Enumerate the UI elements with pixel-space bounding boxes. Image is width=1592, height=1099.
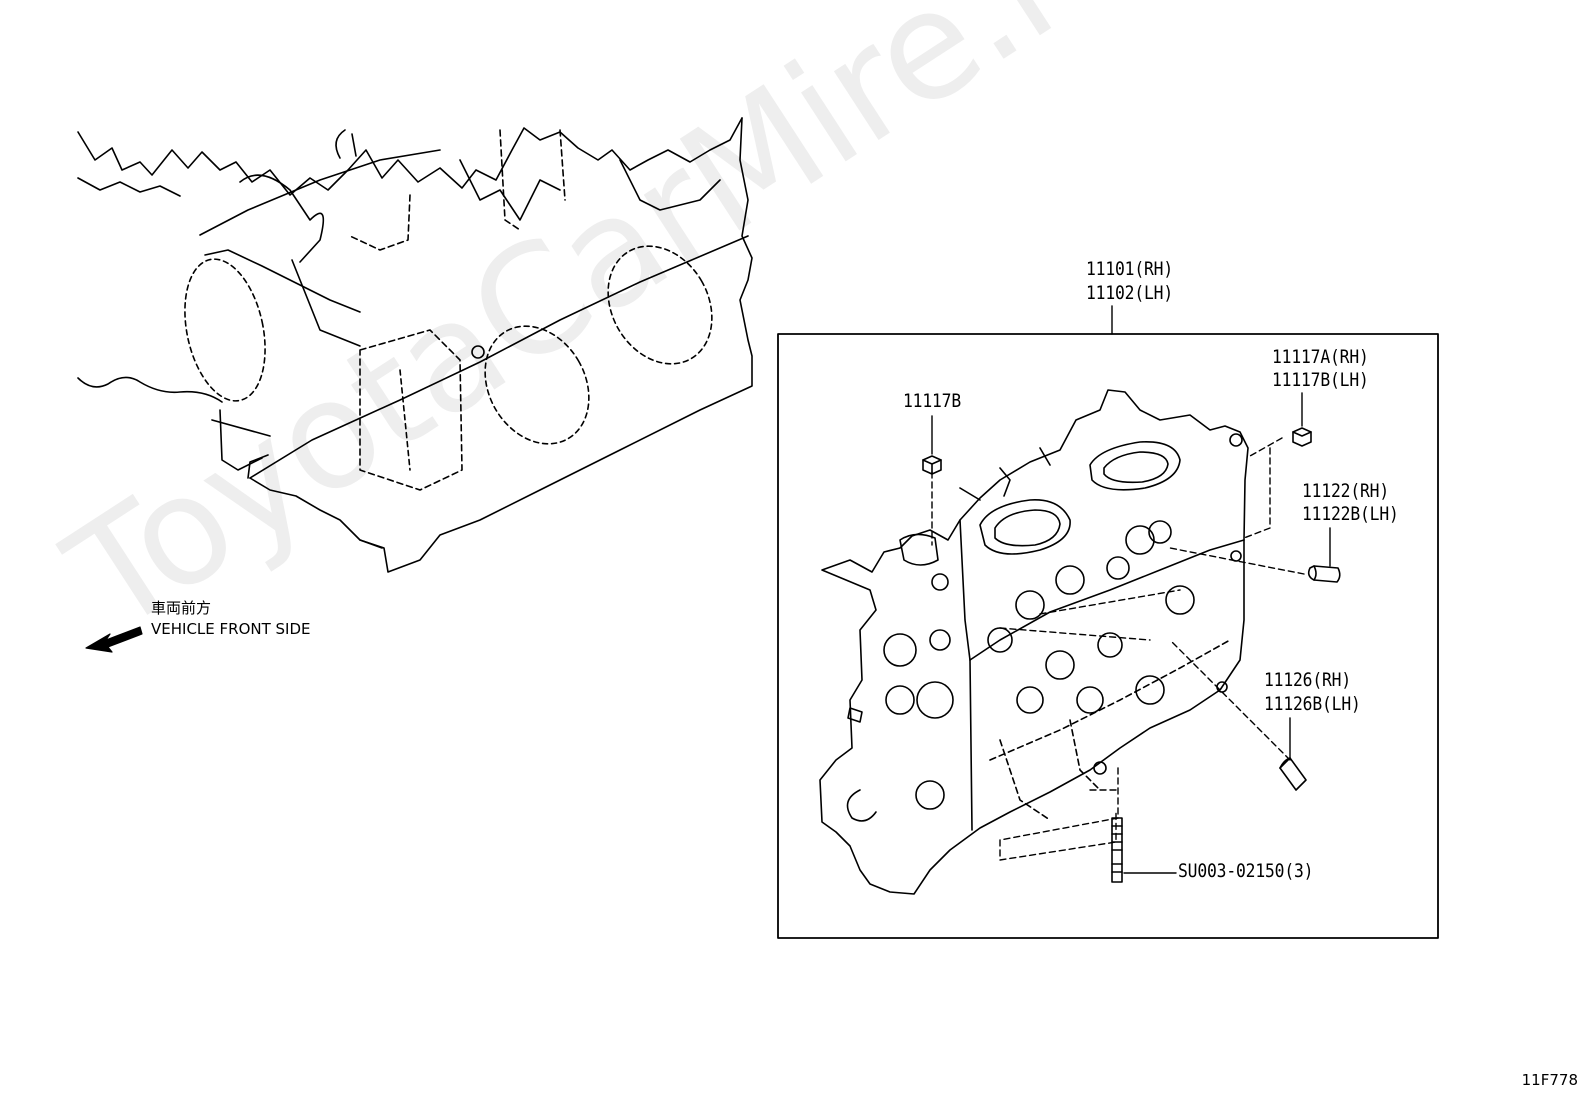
vehicle-front-label-en: VEHICLE FRONT SIDE [151,620,311,638]
callout-sleeve-11126b-lh[interactable]: 11126B(LH) [1264,693,1361,715]
callout-plug-11117b-lh[interactable]: 11117B(LH) [1272,369,1369,391]
engine-block-illustration [77,117,753,573]
callout-plug-11117b[interactable]: 11117B [903,390,961,412]
callout-leaders [931,305,1331,874]
callout-sleeve-11126-rh[interactable]: 11126(RH) [1264,669,1351,691]
callout-plug-11117a-rh[interactable]: 11117A(RH) [1272,346,1369,368]
callout-cylinder-head-lh[interactable]: 11102(LH) [1086,282,1173,304]
small-parts [922,427,1341,883]
vehicle-front-arrow [85,626,143,653]
cylinder-head-illustration [819,389,1249,895]
callout-pin-11122b-lh[interactable]: 11122B(LH) [1302,503,1399,525]
assembly-guide-lines [931,437,1305,861]
vehicle-front-label-jp: 車両前方 [151,599,212,617]
callout-stud-su003[interactable]: SU003-02150(3) [1178,860,1314,882]
exploded-view-frame [777,333,1439,939]
diagram-code: 11F778 [1521,1071,1578,1089]
callout-cylinder-head-rh[interactable]: 11101(RH) [1086,258,1173,280]
callout-pin-11122-rh[interactable]: 11122(RH) [1302,480,1389,502]
